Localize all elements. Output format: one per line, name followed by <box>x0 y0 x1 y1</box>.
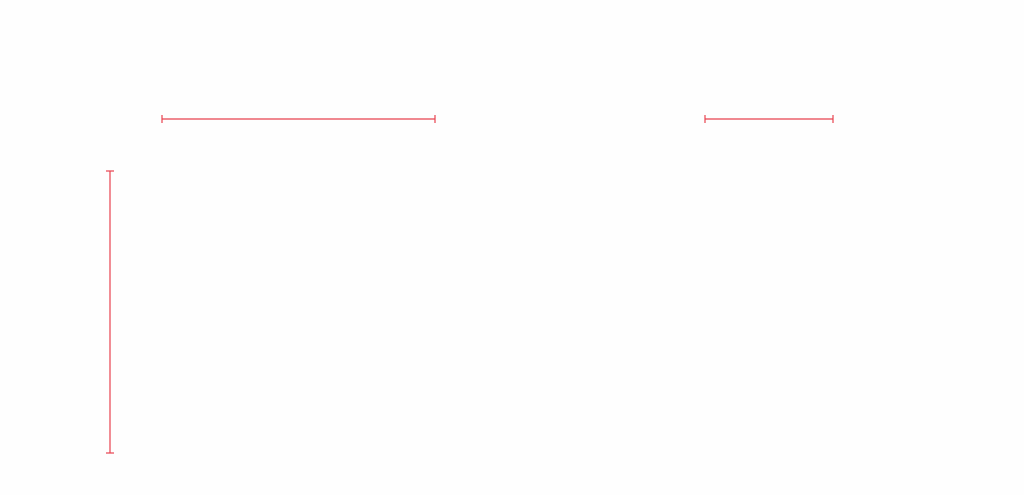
measure-guide-top-left <box>161 115 436 123</box>
measure-guide-top-right <box>704 115 834 123</box>
measure-guide-left-vertical <box>106 170 114 454</box>
